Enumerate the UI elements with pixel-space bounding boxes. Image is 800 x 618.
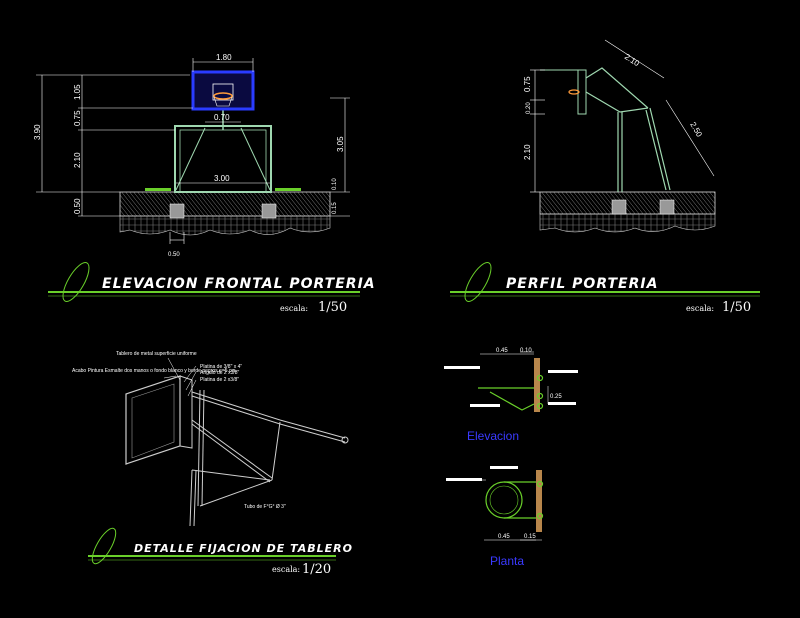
side-scale-value: 1/50 <box>722 300 751 315</box>
side-footing-left <box>611 199 627 215</box>
side-title: PERFIL PORTERIA <box>506 276 658 292</box>
detail-title: DETALLE FIJACION DE TABLERO <box>134 542 353 555</box>
plan-bracket <box>504 481 536 519</box>
detail-tube-5 <box>199 479 273 507</box>
side-footing-right <box>659 199 675 215</box>
front-ground-soil <box>119 215 331 236</box>
front-dim-010: 0.10 <box>332 178 338 190</box>
detail-note-plate2: Platina de 2 x3/8" <box>200 377 239 383</box>
front-diag-left <box>175 127 206 191</box>
plan-dim-045: 0.45 <box>498 534 510 540</box>
side-post <box>617 112 623 192</box>
front-dim-050-left: 0.50 <box>73 198 82 214</box>
detail-note-angle: Angulo de 2 x3/8" <box>200 370 240 376</box>
front-scale-value: 1/50 <box>318 300 347 315</box>
front-dim-305: 3.05 <box>336 136 345 152</box>
front-net <box>213 96 233 107</box>
detail-note-finish: Acabo Pintura Esmalte dos manos o fondo … <box>72 368 237 374</box>
elev-dim-045: 0.45 <box>496 348 508 354</box>
side-dim-075: 0.75 <box>523 76 532 92</box>
front-dim-075: 0.75 <box>73 110 82 126</box>
plan-detail: 0.45 0.15 Planta <box>446 466 544 568</box>
leaf-logo-detail <box>91 527 117 565</box>
side-dim-210-top: 2.10 <box>623 52 641 68</box>
elev-dim-025: 0.25 <box>550 394 562 400</box>
side-ground-slab <box>539 191 716 215</box>
front-footing-right <box>261 203 277 219</box>
detail-tube-3 <box>271 421 281 481</box>
elev-wall <box>534 358 540 412</box>
front-scale-label: escala: <box>280 304 308 313</box>
front-green-strip-left <box>145 188 171 191</box>
front-elevation: 1.80 3.90 1.05 0.75 2.10 0.50 0.70 3.05 … <box>33 53 376 315</box>
detail-scale-label: escala: <box>272 565 300 574</box>
front-ground-slab <box>119 191 331 217</box>
front-title-block: ELEVACION FRONTAL PORTERIA escala: 1/50 <box>48 262 376 315</box>
front-footing-left <box>169 203 185 219</box>
side-arm-lower <box>585 91 649 113</box>
front-dim-board-width: 1.80 <box>216 53 232 62</box>
detail-backboard <box>125 375 181 465</box>
elevation-detail: 0.45 0.10 0.25 Elevacion <box>444 348 578 443</box>
front-dim-frame-height: 2.10 <box>73 152 82 168</box>
front-dim-070: 0.70 <box>214 113 230 122</box>
detail-title-block: DETALLE FIJACION DE TABLERO escala: 1/20 <box>88 527 353 577</box>
side-profile: 2.10 0.75 0.20 2.10 2.50 PERFIL PORTERIA… <box>450 39 760 315</box>
side-scale-label: escala: <box>686 304 714 313</box>
side-title-block: PERFIL PORTERIA escala: 1/50 <box>450 262 760 315</box>
front-dim-total-height: 3.90 <box>33 124 42 140</box>
plan-dim-015: 0.15 <box>524 534 536 540</box>
detail-tube-4 <box>197 389 201 507</box>
plan-wall <box>536 470 542 532</box>
front-dim-board-height: 1.05 <box>73 84 82 100</box>
front-green-strip-right <box>275 188 301 191</box>
front-title: ELEVACION FRONTAL PORTERIA <box>102 276 376 292</box>
front-hoop <box>213 92 233 100</box>
front-board-square <box>212 83 234 101</box>
detail-note-board: Tablero de metal superficie uniforme <box>116 351 197 357</box>
detail-fixation: Tablero de metal superficie uniforme Aca… <box>72 351 353 577</box>
side-rear-leg <box>645 107 671 191</box>
side-dim-250: 2.50 <box>688 121 704 139</box>
side-hoop <box>568 89 580 95</box>
front-backboard <box>191 70 255 111</box>
front-diag-right <box>240 127 271 191</box>
side-dim-210-left: 2.10 <box>523 144 532 160</box>
leaf-logo-front <box>62 262 90 302</box>
plan-label: Planta <box>490 554 524 568</box>
elev-label: Elevacion <box>467 429 519 443</box>
elev-dim-010: 0.10 <box>520 348 532 354</box>
leaf-logo-side <box>464 262 492 302</box>
side-ground-soil <box>539 213 716 233</box>
plan-tube-circle <box>485 481 523 519</box>
detail-tube-1 <box>191 391 346 439</box>
side-arm-upper <box>585 67 649 109</box>
detail-note-plate: Platina de 3/8" x 4" <box>200 364 242 370</box>
elev-bracket-diag <box>489 391 535 411</box>
detail-tube-2 <box>191 419 273 479</box>
front-dim-300: 3.00 <box>214 174 230 183</box>
front-dim-050-bottom: 0.50 <box>168 252 180 258</box>
detail-note-tube: Tubo de F°G° Ø 3" <box>244 504 286 510</box>
front-dim-015: 0.15 <box>332 202 338 214</box>
detail-scale-value: 1/20 <box>302 562 331 577</box>
side-dim-020: 0.20 <box>526 102 532 114</box>
